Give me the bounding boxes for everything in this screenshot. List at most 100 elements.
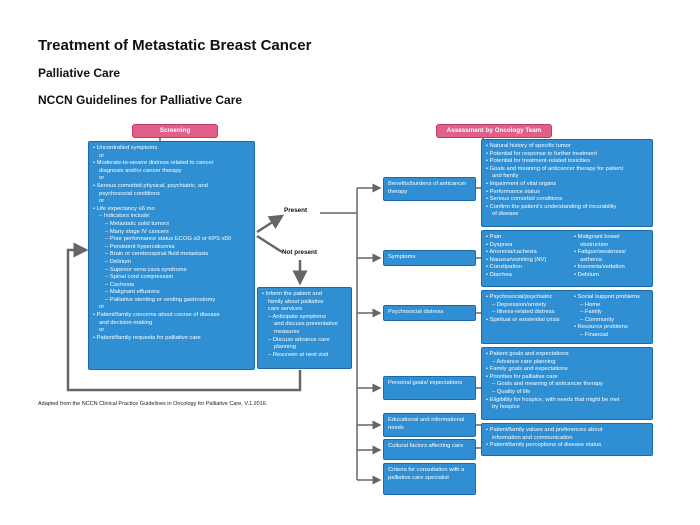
screening-line: psychosocial conditions <box>99 190 160 197</box>
detail-psychosocial-distress: • Psychosocial/psychiatric– Depression/a… <box>481 290 653 344</box>
screening-line: or <box>99 175 105 182</box>
screening-line: or <box>99 304 105 311</box>
benefits-detail-line: • Potential for treatment-related toxici… <box>486 158 591 165</box>
symptom-item: obstruction <box>580 241 609 248</box>
screening-line: – Indicators include: <box>99 213 151 220</box>
inform-line: – Anticipate symptoms <box>268 313 326 320</box>
symptom-item: • Pain <box>486 234 502 240</box>
present-arrow <box>256 214 285 234</box>
symptom-item: • Diarrhea <box>486 271 512 278</box>
category-personal-goals: Personal goals/ expectations <box>383 376 476 400</box>
assessment-header: Assessment by Oncology Team <box>436 124 552 138</box>
benefits-detail-line: • Serious comorbid conditions <box>486 196 563 203</box>
screening-line: – Many stage IV cancers <box>105 228 169 235</box>
goals-detail-line: • Family goals and expectations <box>486 366 568 373</box>
screening-line: • Life expectancy ≤6 mo <box>93 205 155 212</box>
inform-line: – Discuss advance care <box>268 336 330 343</box>
inform-line: care services <box>268 306 303 313</box>
inform-line: and discuss preventative <box>274 321 338 328</box>
present-label: Present <box>284 207 308 214</box>
inform-line: planning <box>274 344 296 351</box>
psychosocial-item: – Family <box>580 309 602 316</box>
goals-detail-line: by hospice <box>492 404 520 411</box>
benefits-detail-line: of disease <box>492 211 519 218</box>
psychosocial-item: • Psychosocial/psychiatric <box>486 294 553 300</box>
psychosocial-item: – Illness-related distress <box>492 309 555 316</box>
benefits-detail-line: • Potential for response to further trea… <box>486 150 597 157</box>
screening-line: • Patient/family concerns about course o… <box>93 312 220 319</box>
page-title: Treatment of Metastatic Breast Cancer <box>38 37 312 54</box>
symptom-item: • Nausea/vomiting (NV) <box>486 256 547 263</box>
screening-line: – Superior vena cava syndrome <box>105 266 187 273</box>
benefits-detail-line: • Natural history of specific tumor <box>486 143 571 149</box>
screening-line: – Metastatic solid tumors <box>105 220 170 227</box>
screening-line: – Poor performance status ECOG ≥3 or KPS… <box>105 236 232 243</box>
source-caption: Adapted from the NCCN Clinical Practice … <box>38 401 268 407</box>
psychosocial-item: • Spiritual or existential crisis <box>486 316 560 323</box>
education-detail-line: • Patient/family values and preferences … <box>486 427 603 433</box>
detail-benefits-burdens: • Natural history of specific tumor• Pot… <box>481 139 653 227</box>
benefits-detail-line: • Impairment of vital organs <box>486 180 557 187</box>
inform-line: – Rescreen at next visit <box>268 351 329 358</box>
goals-detail-line: • Patient goals and expectations <box>486 351 569 357</box>
education-detail-line: • Patient/family perceptions of disease … <box>486 442 602 449</box>
not-present-label: Not present <box>282 249 317 256</box>
goals-detail-line: • Priorities for palliative care <box>486 373 558 380</box>
screening-line: – Cachexia <box>105 281 135 288</box>
category-benefits-burdens: Benefits/burdens of anticancer therapy <box>383 177 476 201</box>
screening-line: • Moderate-to-severe distress related to… <box>93 160 214 167</box>
symptom-item: asthenia <box>580 256 602 263</box>
psychosocial-item: – Depression/anxiety <box>492 301 547 308</box>
symptom-item: • Constipation <box>486 264 522 271</box>
goals-detail-line: • Eligibility for hospice, with needs th… <box>486 396 620 403</box>
category-cultural-factors: Cultural factors affecting care <box>383 439 476 460</box>
benefits-detail-line: and family <box>492 173 519 180</box>
rescreen-loop <box>66 242 302 392</box>
category-educational-needs: Educational and informational needs <box>383 413 476 437</box>
benefits-detail-line: • Goals and meaning of anticancer therap… <box>486 165 624 172</box>
inform-line: family about palliative <box>268 298 324 305</box>
goals-detail-line: – Goals and meaning of anticancer therap… <box>492 381 603 388</box>
screening-line: – Persistent hypercalcemia <box>105 243 175 250</box>
symptom-item: • Anorexia/cachexia <box>486 249 537 256</box>
psychosocial-item: • Social support problems <box>574 294 640 300</box>
psychosocial-item: • Resource problems <box>574 324 628 331</box>
screening-line: or <box>99 152 105 159</box>
inform-line: • Inform the patient and <box>262 291 323 297</box>
screening-line: – Malignant effusions <box>105 289 160 296</box>
screening-line: – Palliative stenting or venting gastros… <box>105 296 216 303</box>
symptom-item: • Delirium <box>574 271 599 278</box>
symptom-item: • Malignant bowel <box>574 234 620 240</box>
screening-line: or <box>99 327 105 334</box>
symptom-item: • Dyspnea <box>486 241 513 248</box>
goals-detail-line: – Quality of life <box>492 388 531 395</box>
symptom-item: • Insomnia/sedation <box>574 264 625 271</box>
psychosocial-item: – Community <box>580 316 615 323</box>
screening-line: or <box>99 198 105 205</box>
education-detail-line: information and communication <box>492 434 573 441</box>
subtitle-nccn-guidelines: NCCN Guidelines for Palliative Care <box>38 93 243 107</box>
subtitle-palliative-care: Palliative Care <box>38 66 121 80</box>
screening-line: diagnosis and/or cancer therapy <box>99 167 182 174</box>
screening-line: • Uncontrolled symptoms <box>93 145 158 151</box>
category-criteria-consultation: Criteria for consultation with a palliat… <box>383 463 476 495</box>
screening-line: and decision-making <box>99 319 153 326</box>
detail-educational-needs: • Patient/family values and preferences … <box>481 423 653 456</box>
screening-line: • Serious comorbid physical, psychiatric… <box>93 182 208 189</box>
category-psychosocial-distress: Psychosocial distress <box>383 305 476 321</box>
inform-line: measures <box>274 328 300 335</box>
detail-personal-goals: • Patient goals and expectations– Advanc… <box>481 347 653 420</box>
screening-line: – Brain or cerebrospinal fluid metastasi… <box>105 251 209 258</box>
screening-header: Screening <box>132 124 218 138</box>
screening-line: • Patient/family requests for palliative… <box>93 334 201 341</box>
detail-symptoms: • Pain• Dyspnea• Anorexia/cachexia• Naus… <box>481 230 653 287</box>
screening-line: – Spinal cord compression <box>105 274 174 281</box>
benefits-detail-line: • Confirm the patient's understanding of… <box>486 203 617 210</box>
psychosocial-item: – Financial <box>580 331 609 338</box>
psychosocial-item: – Home <box>580 301 601 308</box>
screening-line: – Delirium <box>105 258 132 265</box>
benefits-detail-line: • Performance status <box>486 188 540 195</box>
